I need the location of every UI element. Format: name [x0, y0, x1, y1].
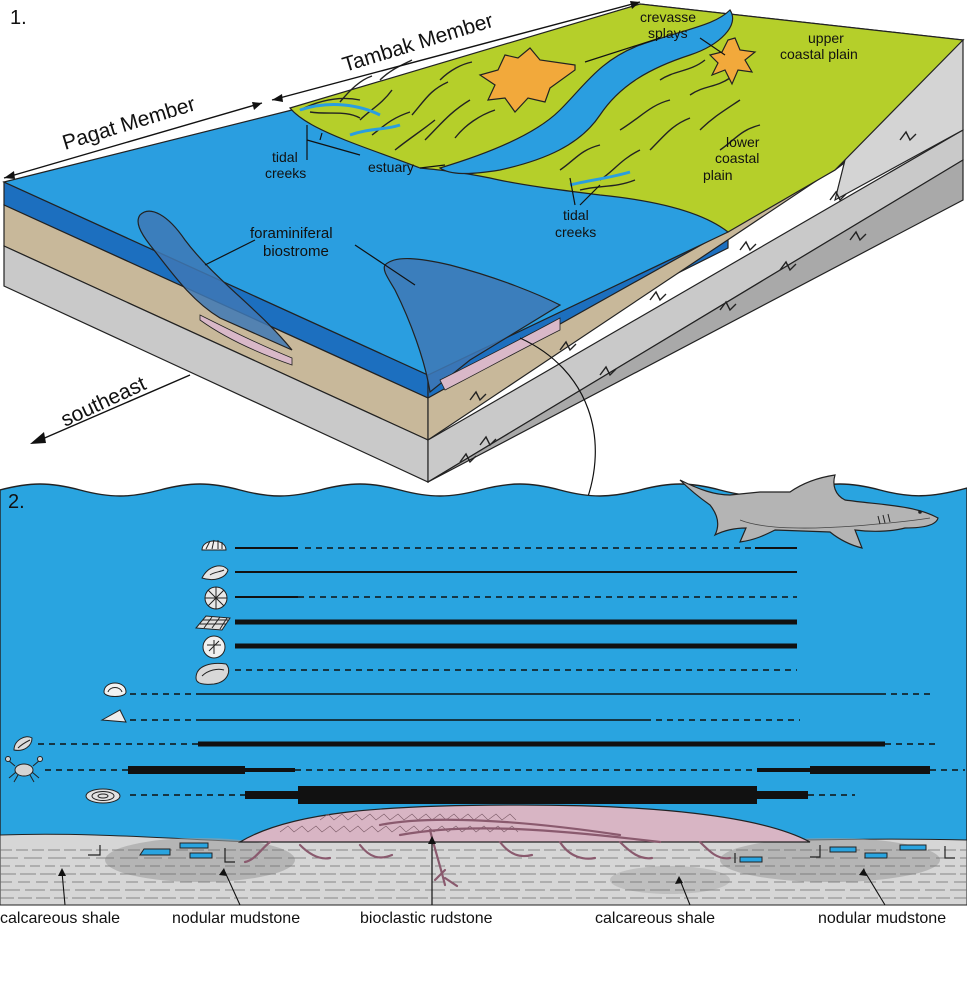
bivalve-icon — [103, 682, 127, 697]
upper-label-1: upper — [808, 30, 844, 46]
biostrome-label-1: foraminiferal — [250, 225, 333, 242]
block-right-grey-lower — [427, 158, 964, 483]
leader-lines-panel2 — [61, 871, 886, 906]
lower-label-1: lower — [726, 134, 760, 150]
facies-boundary-ticks — [459, 130, 917, 464]
tidal-left-label-2: creeks — [265, 165, 306, 181]
foraminifer-icon — [85, 788, 121, 804]
biostrome-base-pink — [439, 317, 561, 391]
river-channel — [438, 9, 734, 175]
panel2-number: 2. — [8, 491, 25, 513]
tidal-left-label-1: tidal — [272, 149, 298, 165]
sand-dollar-icon — [202, 635, 226, 659]
crevasse-label-1: crevasse — [640, 9, 696, 25]
rudstone-label: bioclastic rudstone — [360, 910, 493, 927]
calc-shale-left-label: calcareous shale — [0, 910, 120, 927]
shark-icon — [679, 474, 939, 549]
southeast-label: southeast — [57, 372, 149, 431]
bryozoan-icon — [194, 615, 231, 631]
coastal-plain — [288, 3, 965, 233]
nodular-left-label: nodular mudstone — [172, 910, 300, 927]
tidal-right-label-2: creeks — [555, 224, 596, 240]
leader-lines-panel1 — [204, 37, 726, 506]
tidal-creek-network-left — [299, 59, 496, 151]
burrow-traces — [88, 845, 955, 863]
crab-icon — [5, 756, 43, 783]
nodular-right-label: nodular mudstone — [818, 910, 946, 927]
arrow-tambak-right — [630, 1, 640, 9]
mussel-icon — [13, 736, 33, 751]
gastropod-icon — [201, 565, 229, 581]
faunal-range-chart — [38, 547, 965, 804]
crevasse-splay-left — [478, 47, 576, 113]
tidal-creek-water-left — [299, 103, 401, 137]
member-dimension-arrows — [3, 1, 641, 441]
echinoid-icon — [204, 586, 228, 610]
tidal-right-label-1: tidal — [563, 207, 589, 223]
arrow-pagat-right — [252, 102, 262, 110]
crevasse-splay-right — [708, 37, 757, 86]
biostrome-left — [137, 210, 293, 351]
scallop-icon — [201, 539, 227, 551]
biostrome-label-2: biostrome — [263, 243, 329, 260]
calc-shale-right-label: calcareous shale — [595, 910, 715, 927]
cross-section: 2. calcareous shale nodular mudstone bio… — [0, 474, 967, 927]
arrow-tambak-left — [272, 94, 283, 102]
oyster-icon — [195, 662, 230, 685]
crevasse-label-2: splays — [648, 25, 688, 41]
arrow-southeast — [30, 432, 46, 444]
biostrome-left-base-pink — [199, 314, 293, 366]
arrow-pagat-left — [4, 171, 15, 179]
shell-icon — [100, 709, 127, 723]
nodular-zone-mid — [610, 866, 730, 894]
lower-label-3: plain — [703, 167, 733, 183]
block-diagram: 1. Pagat Member Tambak Member southeast … — [2, 1, 965, 515]
estuary-label: estuary — [368, 159, 414, 175]
leader-arrowheads-panel2 — [58, 836, 867, 884]
lower-label-2: coastal — [715, 150, 759, 166]
panel1-number: 1. — [10, 7, 27, 29]
biostrome-right — [383, 257, 562, 394]
rudstone-branches — [243, 818, 732, 888]
burrow-nodules — [139, 842, 927, 863]
upper-label-2: coastal plain — [780, 46, 858, 62]
nodular-zone-right — [720, 838, 940, 882]
tidal-creek-water-right — [569, 170, 631, 187]
fossil-icons — [5, 539, 231, 804]
